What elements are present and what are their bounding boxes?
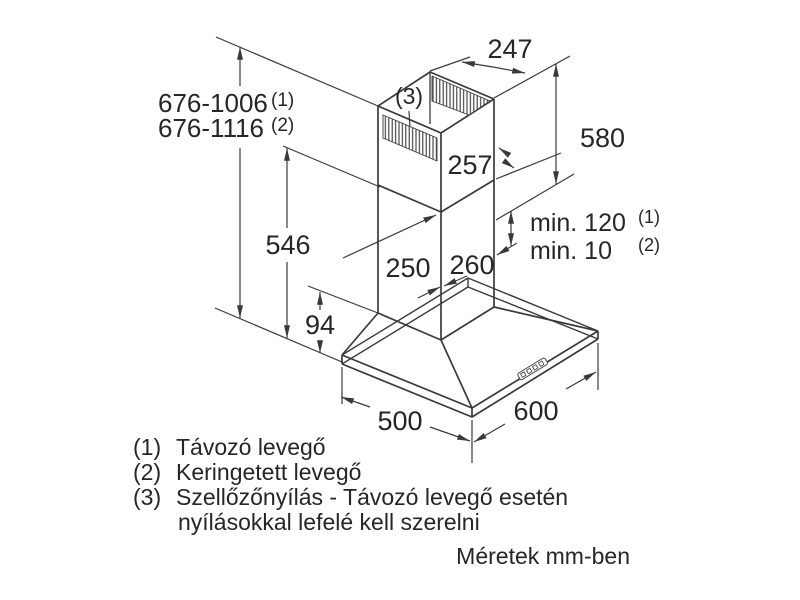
width-arrow (417, 286, 441, 299)
dimension-lines (237, 46, 597, 443)
sleeve-bottom-rim (377, 179, 495, 213)
dim-label-chimney-depth: 260 (449, 250, 494, 280)
base-back-rim-bottom (341, 286, 599, 365)
dim-label-top-depth: 247 (487, 34, 532, 64)
dim-label-hood-width: 500 (377, 406, 422, 436)
canopy-slant-near (440, 339, 473, 409)
extension-line (307, 285, 379, 314)
legend-item-num: (3) (133, 484, 161, 510)
dim-label-chimney-width: 250 (385, 253, 430, 283)
hood-drawing (341, 71, 599, 418)
dim-label-upper-height: 580 (580, 123, 625, 153)
dim-line-600 (473, 423, 506, 443)
control-button (520, 371, 527, 378)
leader-arrow (342, 214, 437, 259)
control-panel (517, 357, 548, 381)
canopy-slant-right (493, 306, 599, 332)
dim-label-min-exhaust: min. 120 (530, 209, 626, 237)
dim-line-500 (429, 426, 471, 442)
dim-label-chimney-height: 546 (265, 230, 310, 260)
corner-arrow (496, 242, 518, 256)
dim-label-height-exhaust: 676-1006 (158, 88, 268, 118)
extension-line (493, 55, 571, 99)
extension-line (215, 36, 379, 107)
legend-item-text: nyílásokkal lefelé kell szerelni (178, 509, 480, 535)
dim-line-247 (492, 66, 526, 74)
control-panel-body (517, 357, 548, 381)
dim-ref-min-exhaust: (1) (638, 207, 660, 227)
offset-arrow (501, 158, 515, 169)
dim-ref-min-recirc: (2) (638, 235, 660, 255)
extension-line (282, 145, 381, 188)
vent-grille-left (382, 114, 438, 162)
extension-line (495, 152, 562, 180)
control-button (532, 364, 539, 371)
legend-item-text: Szellőzőnyílás - Távozó levegő esetén (176, 484, 568, 510)
legend: (1) Távozó levegő (2) Keringetett levegő… (133, 434, 630, 569)
canopy-slant-left (341, 312, 379, 356)
extension-lines (214, 36, 599, 463)
dim-ref-height-recirc: (2) (271, 115, 294, 136)
units-note: Méretek mm-ben (456, 543, 630, 569)
control-button (538, 360, 545, 367)
legend-item-num: (1) (133, 434, 161, 460)
base-back-rim-top (341, 277, 599, 356)
control-button (526, 367, 533, 375)
vent-callout-label: (3) (395, 83, 423, 109)
dim-line-600 (565, 371, 597, 390)
extension-line (429, 56, 471, 72)
dim-label-canopy-height: 94 (305, 310, 335, 340)
legend-item-text: Keringetett levegő (176, 459, 361, 485)
dim-label-height-recirc: 676-1116 (158, 113, 264, 143)
dim-line-247 (461, 61, 494, 68)
offset-arrow (498, 147, 512, 158)
base-rim-top (341, 330, 599, 409)
legend-item-num: (2) (133, 459, 161, 485)
width-arrow (443, 275, 468, 287)
canopy-top-rim (377, 306, 495, 341)
legend-item-text: Távozó levegő (176, 434, 326, 460)
dim-ref-height-exhaust: (1) (271, 90, 294, 111)
dimension-labels: 247 580 257 min. 120 (1) min. 10 (2) 676… (158, 34, 660, 436)
dim-label-lower-depth: 257 (447, 150, 492, 180)
dim-label-min-recirc: min. 10 (530, 237, 612, 265)
vent-grille-right (431, 75, 491, 116)
dim-label-hood-depth: 600 (513, 396, 558, 426)
dim-line-500 (340, 396, 371, 408)
